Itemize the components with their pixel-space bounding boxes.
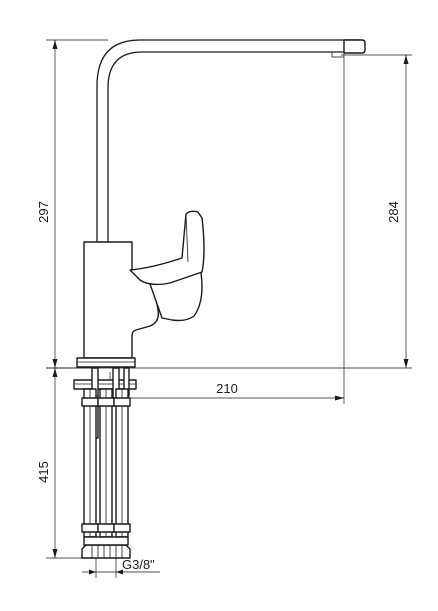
dimension-hose-length: 415	[36, 367, 92, 559]
flexible-hoses	[81, 388, 131, 538]
hose-length-label: 415	[36, 461, 51, 483]
faucet-body	[76, 210, 205, 368]
dimension-spout-reach: 210	[109, 52, 345, 404]
hose-connection-nuts	[81, 536, 131, 559]
spout-height-label: 284	[386, 201, 401, 223]
dimension-connection-thread: G3/8"	[82, 557, 160, 578]
faucet-spout	[96, 39, 366, 243]
spout-reach-label: 210	[216, 381, 238, 396]
dimension-spout-height: 284	[341, 54, 412, 369]
total-height-label: 297	[36, 201, 51, 223]
connection-thread-label: G3/8"	[122, 557, 155, 572]
